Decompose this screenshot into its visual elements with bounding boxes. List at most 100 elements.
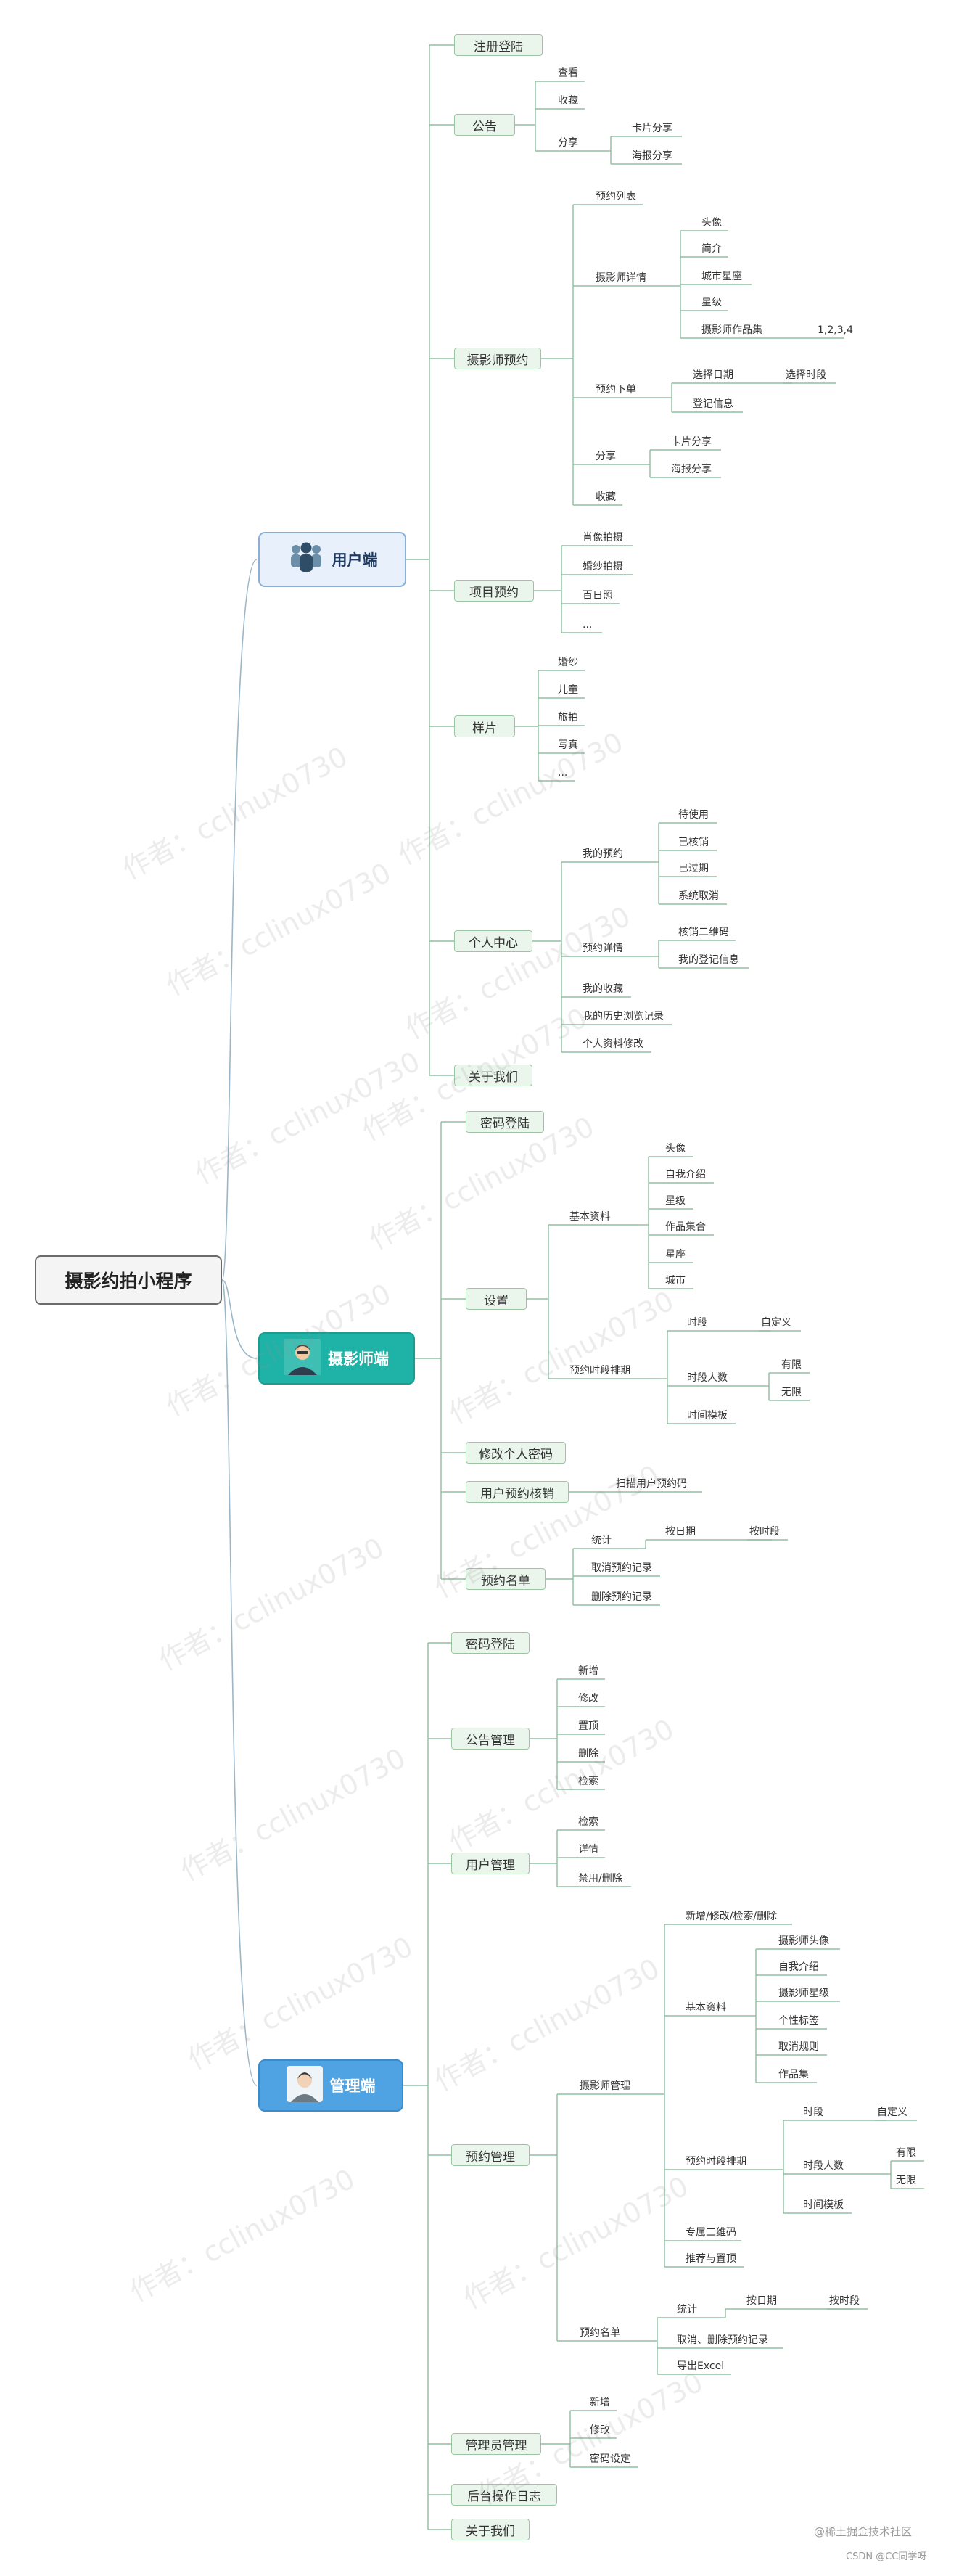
leaf-my-booking: 我的预约 [583,848,623,860]
leaf-template: 时间模板 [687,1410,728,1422]
connector-curve [221,1279,258,2086]
leaf-limited: 有限 [896,2147,916,2159]
leaf-used: 已核销 [678,837,709,848]
leaf-booking-detail: 预约详情 [583,943,623,954]
leaf-avatar: 头像 [665,1143,686,1154]
leaf-stats: 统计 [591,1535,612,1546]
leaf-wedding: 婚纱 [558,657,578,668]
leaf-period-count: 时段人数 [803,2160,844,2172]
footer-juejin-mark: @稀土掘金技术社区 [814,2525,913,2538]
leaf-more: ... [583,619,593,631]
leaf-limited: 有限 [781,1359,802,1371]
leaf-delete: 删除 [578,1748,598,1760]
leaf-detail: 详情 [578,1844,598,1855]
leaf-self-intro: 自我介绍 [665,1169,706,1181]
users-icon [287,539,325,581]
admin-avatar-icon [286,2065,323,2106]
leaf-qr: 核销二维码 [678,927,729,938]
leaf-booking-list: 预约列表 [596,191,636,202]
leaf-period: 时段 [803,2107,823,2118]
leaf-photographer-mgmt: 摄影师管理 [580,2080,630,2092]
leaf-favorite: 收藏 [596,491,616,503]
ph-password-login: 密码登陆 [466,1111,544,1133]
admin-admins: 管理员管理 [451,2433,541,2455]
group-label: 管理端 [329,2077,376,2095]
leaf-expired: 已过期 [678,863,709,874]
footer-csdn-mark: CSDN @CC同学呀 [846,2551,927,2562]
leaf-pending: 待使用 [678,809,709,821]
user-project-booking: 项目预约 [454,580,534,602]
user-samples: 样片 [454,715,515,737]
leaf-cancel: 取消预约记录 [591,1562,652,1574]
leaf-kids: 儿童 [558,684,578,696]
leaf-travel: 旅拍 [558,712,578,723]
leaf-add: 新增 [590,2397,610,2408]
leaf-cancel-rule: 取消规则 [778,2041,819,2053]
leaf-poster-share: 海报分享 [632,150,672,162]
group-photographer: 摄影师端 [258,1332,415,1385]
leaf-schedule: 预约时段排期 [686,2156,746,2167]
ph-booking-list: 预约名单 [466,1568,546,1590]
admin-announcement: 公告管理 [451,1728,530,1750]
leaf-top: 置顶 [578,1720,598,1732]
leaf-password: 密码设定 [590,2453,630,2465]
leaf-delete: 删除预约记录 [591,1591,652,1603]
leaf-by-period: 按时段 [749,1526,780,1538]
photographer-avatar-icon [284,1338,321,1379]
leaf-wedding: 婚纱拍摄 [583,561,623,573]
admin-logs: 后台操作日志 [451,2484,557,2506]
leaf-history: 我的历史浏览记录 [583,1011,664,1022]
leaf-share: 分享 [596,451,616,462]
leaf-baby: 百日照 [583,590,613,602]
admin-password-login: 密码登陆 [451,1632,530,1654]
leaf-period-count: 时段人数 [687,1372,728,1384]
leaf-works: 作品集 [778,2069,809,2080]
leaf-add: 新增 [578,1665,598,1677]
leaf-more: ... [558,767,568,779]
leaf-star: 星级 [665,1195,686,1207]
leaf-ph-star: 摄影师星级 [778,1988,829,1999]
leaf-card-share: 卡片分享 [671,436,712,448]
leaf-works: 摄影师作品集 [701,324,762,336]
user-announcement: 公告 [454,114,515,136]
leaf-star: 星级 [701,297,722,308]
leaf-custom: 自定义 [877,2107,907,2118]
group-user: 用户端 [258,532,406,587]
leaf-recommend: 推荐与置顶 [686,2253,736,2265]
leaf-sign: 星座 [665,1249,686,1260]
leaf-photographer-detail: 摄影师详情 [596,272,646,284]
admin-about: 关于我们 [451,2519,530,2540]
leaf-poster-share: 海报分享 [671,464,712,475]
leaf-city-sign: 城市星座 [701,271,742,282]
leaf-list: 预约名单 [580,2327,620,2339]
user-photographer-booking: 摄影师预约 [454,348,541,369]
user-register-login: 注册登陆 [454,34,543,56]
leaf-my-favorites: 我的收藏 [583,983,623,995]
root-node: 摄影约拍小程序 [35,1255,222,1305]
admin-users: 用户管理 [451,1853,530,1874]
leaf-edit: 修改 [590,2424,610,2436]
leaf-place-order: 预约下单 [596,384,636,395]
leaf-scan: 扫描用户预约码 [616,1478,687,1490]
leaf-unlimited: 无限 [781,1387,802,1398]
leaf-cancel-delete: 取消、删除预约记录 [677,2334,768,2346]
leaf-works-note: 1,2,3,4 [818,324,853,336]
leaf-share: 分享 [558,137,578,149]
leaf-by-period: 按时段 [829,2295,860,2307]
group-label: 用户端 [332,551,378,569]
group-label: 摄影师端 [328,1350,389,1368]
leaf-favorite: 收藏 [558,95,578,107]
leaf-stats: 统计 [677,2304,697,2315]
connector-curve [221,1279,258,1359]
leaf-intro: 简介 [701,243,722,255]
leaf-avatar: 头像 [701,217,722,229]
leaf-disable: 禁用/删除 [578,1873,622,1884]
leaf-my-register: 我的登记信息 [678,954,739,966]
leaf-crud: 新增/修改/检索/删除 [686,1911,778,1922]
leaf-choose-date: 选择日期 [693,369,733,381]
leaf-schedule: 预约时段排期 [569,1365,630,1377]
admin-booking: 预约管理 [451,2144,530,2166]
leaf-portrait: 写真 [558,739,578,751]
leaf-by-date: 按日期 [665,1526,696,1538]
